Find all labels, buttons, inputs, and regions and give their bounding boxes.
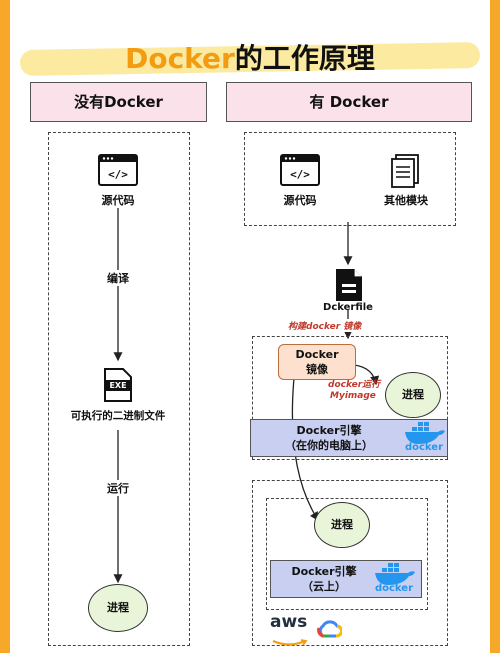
image-line1: Docker	[295, 348, 339, 361]
image-line2: 镜像	[306, 363, 328, 376]
exe-badge: EXE	[109, 381, 127, 390]
other-modules-label: 其他模块	[384, 194, 428, 207]
document-stack-icon	[390, 154, 420, 188]
engine-cloud-line1: Docker引擎	[291, 565, 357, 578]
aws-logo: aws	[270, 612, 310, 646]
run-note-line1: docker运行	[328, 380, 381, 390]
cloud-outer-panel	[252, 480, 448, 646]
aws-logo-text: aws	[270, 612, 308, 632]
local-process-node: 进程	[385, 372, 441, 418]
docker-whale-logo: docker	[372, 562, 416, 596]
dockerfile-icon	[334, 268, 364, 302]
docker-logo-text: docker	[404, 442, 444, 453]
header-without-docker: 没有Docker	[30, 82, 207, 122]
docker-whale-logo: docker	[402, 421, 446, 455]
run-note-line2: Myimage	[330, 391, 376, 401]
header-with-docker: 有 Docker	[226, 82, 472, 122]
title-banner: Docker的工作原理	[19, 38, 481, 80]
code-window-icon: </>	[280, 154, 320, 186]
docker-logo-text: docker	[374, 583, 414, 594]
run-image-note: docker运行 Myimage	[328, 380, 380, 402]
exe-file-icon: EXE	[103, 368, 133, 402]
compile-label: 编译	[90, 270, 146, 286]
source-panel	[244, 132, 456, 226]
engine-local-line1: Docker引擎	[296, 424, 362, 437]
executable-label: 可执行的二进制文件	[50, 408, 186, 423]
page-title: Docker的工作原理	[20, 38, 480, 80]
engine-cloud-line2: （云上）	[302, 580, 346, 593]
cloud-inner-panel	[266, 498, 428, 610]
svg-text:</>: </>	[108, 168, 128, 181]
google-cloud-icon	[316, 618, 344, 640]
dockerfile-label: Dckerfile	[323, 302, 373, 313]
svg-text:</>: </>	[290, 168, 310, 181]
cloud-process-node: 进程	[314, 502, 370, 548]
title-accent: Docker	[125, 42, 235, 75]
docker-image-node: Docker 镜像	[278, 344, 356, 380]
engine-local-line2: （在你的电脑上）	[285, 439, 373, 452]
build-image-note: 构建docker 镜像	[286, 319, 364, 332]
left-source-code-label: 源代码	[101, 194, 135, 207]
right-source-code-label: 源代码	[283, 194, 317, 207]
without-docker-panel	[48, 132, 190, 646]
code-window-icon: </>	[98, 154, 138, 186]
left-process-node: 进程	[88, 584, 148, 632]
title-rest: 的工作原理	[234, 42, 375, 75]
run-label: 运行	[90, 480, 146, 496]
local-machine-panel	[252, 336, 448, 460]
